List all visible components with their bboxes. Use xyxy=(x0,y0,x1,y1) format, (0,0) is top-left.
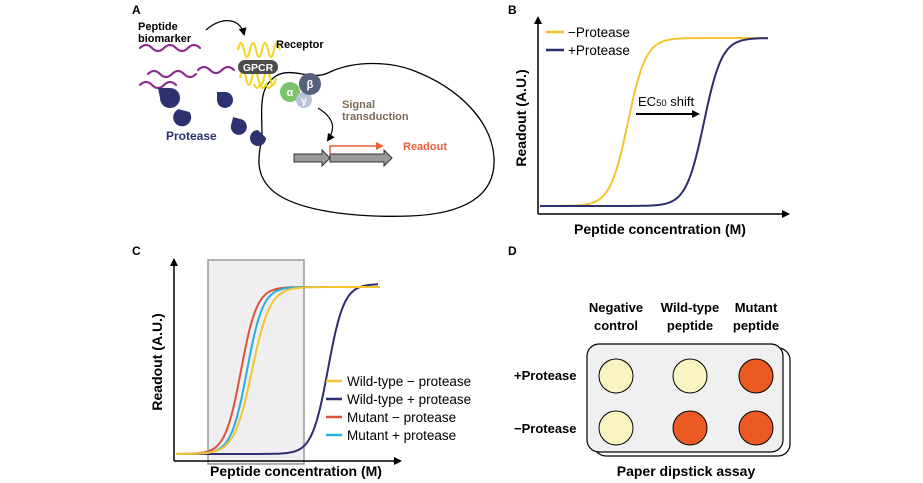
row-label-minus: −Protease xyxy=(514,421,577,436)
legend-label-plus: +Protease xyxy=(568,43,630,58)
binding-arrow xyxy=(205,20,247,36)
protease-icon xyxy=(217,92,233,108)
highlight-box xyxy=(207,259,305,465)
panel-d-label: D xyxy=(508,244,517,258)
column-headers: Negative control Wild-type peptide Mutan… xyxy=(589,300,779,333)
signal-arrow xyxy=(317,107,335,142)
peptide-squiggle xyxy=(138,80,178,90)
dipstick-spot-pale xyxy=(598,410,634,446)
panel-c-label: C xyxy=(132,244,141,258)
dipstick-spot-pale xyxy=(598,358,634,394)
signal-label-line2: transduction xyxy=(342,111,409,123)
receptor-label: Receptor xyxy=(276,39,324,51)
peptide-biomarkers xyxy=(138,43,236,90)
legend-label-mut-minus: Mutant − protease xyxy=(347,410,456,425)
protease-icon xyxy=(158,88,180,108)
dipstick-caption: Paper dipstick assay xyxy=(617,463,756,479)
y-axis-title: Readout (A.U.) xyxy=(149,313,165,410)
gamma-label: γ xyxy=(301,96,307,107)
protease-label: Protease xyxy=(166,129,217,143)
legend-label-wt-minus: Wild-type − protease xyxy=(347,374,471,389)
beta-label: β xyxy=(307,79,314,91)
ec50-annotation: EC50 shift xyxy=(638,94,694,109)
col-header-line2: control xyxy=(594,318,638,333)
peptide-squiggle xyxy=(146,69,198,79)
peptide-label-line1: Peptide xyxy=(138,21,178,33)
signal-label-line1: Signal xyxy=(342,99,375,111)
protease-icon xyxy=(173,109,192,127)
cell-membrane xyxy=(258,62,495,217)
peptide-label-line2: biomarker xyxy=(138,33,192,45)
panel-b-label: B xyxy=(508,3,517,17)
helix-loop xyxy=(239,70,277,86)
spot-grid xyxy=(598,358,774,446)
helix-loop xyxy=(237,42,281,58)
curve-wild-type-minus-protease xyxy=(176,286,380,455)
legend-label-wt-plus: Wild-type + protease xyxy=(347,392,471,407)
dipstick-spot-pale xyxy=(672,358,708,394)
curve-wild-type-plus-protease xyxy=(176,283,379,455)
alpha-label: α xyxy=(287,87,294,99)
gpcr-helices xyxy=(237,42,281,89)
promoter-block xyxy=(293,148,331,168)
y-axis-title: Readout (A.U.) xyxy=(513,69,529,166)
col-header-line1: Wild-type xyxy=(661,300,719,315)
peptide-squiggle xyxy=(196,65,236,75)
row-label-plus: +Protease xyxy=(514,368,577,383)
panel-b: B −Protease +Protease EC50 shift Peptide… xyxy=(508,3,790,237)
curve-minus-protease xyxy=(540,37,768,207)
dipstick-spot-orange xyxy=(738,410,774,446)
panel-c: C Wild-type − protease Wild-type + prote… xyxy=(132,244,471,479)
readout-arrow xyxy=(329,142,384,154)
peptide-squiggle xyxy=(138,43,202,53)
beta-subunit xyxy=(299,73,321,95)
col-header-line2: peptide xyxy=(667,318,713,333)
helix-loop xyxy=(253,81,273,89)
readout-label: Readout xyxy=(403,141,447,153)
gamma-subunit xyxy=(296,92,312,108)
x-axis-title: Peptide concentration (M) xyxy=(574,221,746,237)
alpha-subunit xyxy=(280,82,300,102)
protease-icon xyxy=(250,130,266,146)
dipstick-spot-orange xyxy=(672,410,708,446)
panel-d: D Negative control Wild-type peptide Mut… xyxy=(508,244,791,479)
panel-a: A Peptide biomarker Protease xyxy=(132,3,495,217)
dipstick-card xyxy=(586,343,784,453)
col-header-line1: Mutant xyxy=(735,300,778,315)
protease-icon xyxy=(230,117,247,135)
curve-plus-protease xyxy=(540,37,769,207)
col-header-line1: Negative xyxy=(589,300,643,315)
gene-block xyxy=(329,148,393,168)
gpcr-badge xyxy=(238,60,278,74)
panel-a-label: A xyxy=(132,3,141,17)
legend-label-mut-plus: Mutant + protease xyxy=(347,428,456,443)
dipstick-spot-orange xyxy=(738,358,774,394)
col-header-line2: peptide xyxy=(733,318,779,333)
x-axis-title: Peptide concentration (M) xyxy=(210,463,382,479)
legend-label-minus: −Protease xyxy=(568,25,630,40)
gpcr-label: GPCR xyxy=(243,62,274,74)
proteases xyxy=(158,88,266,146)
